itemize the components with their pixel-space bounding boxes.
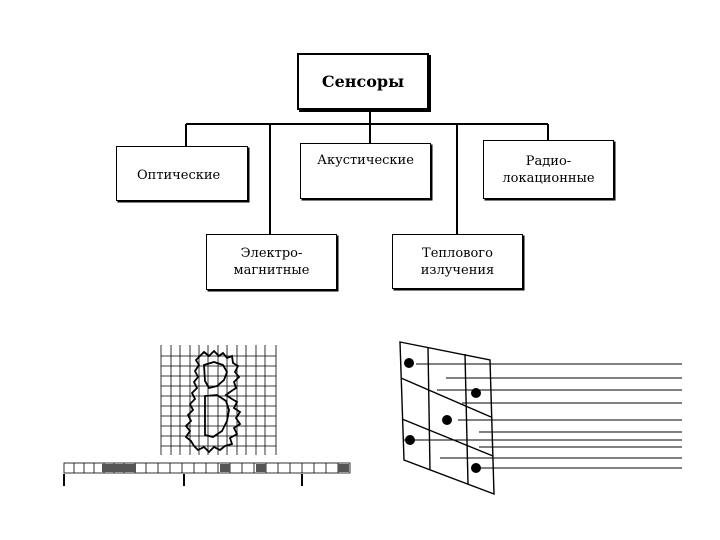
root-node-sensors: Сенсоры	[297, 53, 429, 110]
node-electromagnetic-label: Электро- магнитные	[233, 246, 310, 278]
root-node-label: Сенсоры	[321, 72, 405, 91]
node-optical: Оптические	[116, 146, 248, 201]
node-acoustic-label: Акустические	[317, 153, 414, 168]
node-radar: Радио- локационные	[483, 140, 614, 199]
node-optical-label: Оптические	[137, 168, 221, 183]
node-radar-label: Радио- локационные	[502, 153, 595, 186]
node-thermal-label: Теплового излучения	[420, 245, 495, 278]
node-acoustic: Акустические	[300, 143, 431, 199]
node-electromagnetic: Электро- магнитные	[206, 234, 337, 290]
node-thermal: Теплового излучения	[392, 234, 523, 289]
